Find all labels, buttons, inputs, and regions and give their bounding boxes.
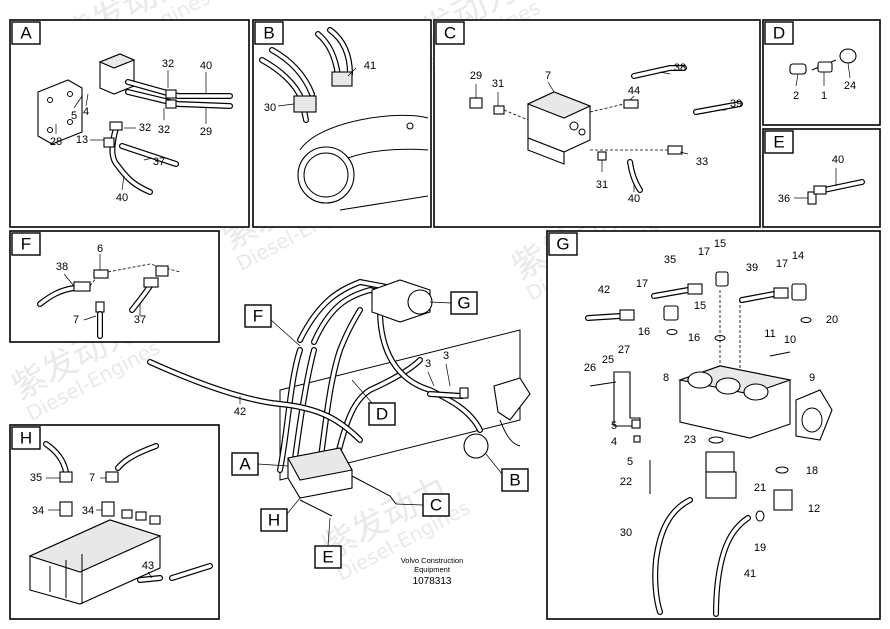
main-tag-c: C xyxy=(430,496,442,515)
callout-15: 15 xyxy=(714,238,726,250)
caption-company: Volvo Construction xyxy=(401,556,464,565)
callout-34: 34 xyxy=(82,505,94,517)
callout-6: 6 xyxy=(97,243,103,255)
callout-25: 25 xyxy=(602,354,614,366)
callout-39: 39 xyxy=(730,98,742,110)
callout-1: 1 xyxy=(821,90,827,102)
callout-7: 7 xyxy=(73,314,79,326)
callout-13: 13 xyxy=(76,134,88,146)
panel-tag: D xyxy=(773,24,785,43)
callout-18: 18 xyxy=(806,465,818,477)
panel-a: A 32 40 5 4 28 13 32 32 xyxy=(9,19,250,228)
callout-20: 20 xyxy=(826,314,838,326)
callout-32: 32 xyxy=(139,122,151,134)
panel-h: H 35 7 34 34 43 xyxy=(9,424,220,620)
callout-5: 5 xyxy=(71,110,77,122)
callout-40: 40 xyxy=(832,154,844,166)
callout-32: 32 xyxy=(162,58,174,70)
callout-7: 7 xyxy=(89,472,95,484)
main-tag-e: E xyxy=(322,548,333,567)
callout-41: 41 xyxy=(744,568,756,580)
callout-31: 31 xyxy=(492,78,504,90)
callout-38: 38 xyxy=(56,261,68,273)
panel-tag: G xyxy=(556,235,569,254)
callout-36: 36 xyxy=(778,193,790,205)
callout-14: 14 xyxy=(792,250,804,262)
panel-tag: C xyxy=(444,24,456,43)
panel-f: F 6 38 7 37 xyxy=(9,230,220,343)
callout-44: 44 xyxy=(628,85,640,97)
main-tag-d: D xyxy=(376,405,388,424)
callout-40: 40 xyxy=(628,193,640,205)
panel-tag: E xyxy=(773,133,784,152)
callout-23: 23 xyxy=(684,434,696,446)
callout-16: 16 xyxy=(688,332,700,344)
callout-21: 21 xyxy=(754,482,766,494)
callout-9: 9 xyxy=(809,372,815,384)
callout-40: 40 xyxy=(116,192,128,204)
main-tag-b: B xyxy=(509,471,520,490)
panel-e: E 40 36 xyxy=(762,128,881,228)
callout-11: 11 xyxy=(764,328,775,340)
callout-29: 29 xyxy=(470,70,482,82)
callout-28: 28 xyxy=(50,136,62,148)
panel-tag: H xyxy=(20,429,32,448)
panel-d: D 2 1 24 xyxy=(762,19,881,126)
callout-30: 30 xyxy=(264,102,276,114)
callout-29: 29 xyxy=(200,126,212,138)
callout-19: 19 xyxy=(754,542,766,554)
callout-17: 17 xyxy=(776,258,788,270)
main-tag-g: G xyxy=(457,294,470,313)
main-assembly-view: F G D A B H C E 42 3 3 Volvo Constructio… xyxy=(147,278,531,587)
callout-7: 7 xyxy=(545,70,551,82)
callout-5: 5 xyxy=(611,420,617,432)
callout-16: 16 xyxy=(638,326,650,338)
callout-27: 27 xyxy=(618,344,630,356)
drawing-number: 1078313 xyxy=(413,576,452,587)
panel-b: B 41 30 xyxy=(252,19,432,228)
callout-4: 4 xyxy=(83,106,89,118)
callout-10: 10 xyxy=(784,334,796,346)
callout-5: 5 xyxy=(627,456,633,468)
callout-34: 34 xyxy=(32,505,44,517)
callout-42: 42 xyxy=(598,284,610,296)
main-tag-h: H xyxy=(268,511,280,530)
callout-37: 37 xyxy=(134,314,146,326)
callout-39: 39 xyxy=(746,262,758,274)
panel-tag: B xyxy=(263,24,274,43)
callout-3: 3 xyxy=(443,350,449,362)
callout-26: 26 xyxy=(584,362,596,374)
callout-22: 22 xyxy=(620,476,632,488)
callout-12: 12 xyxy=(808,503,820,515)
callout-2: 2 xyxy=(793,90,799,102)
callout-42: 42 xyxy=(234,406,246,418)
callout-30: 30 xyxy=(620,527,632,539)
panel-c: C 29 31 7 38 44 39 33 31 40 xyxy=(433,19,761,228)
callout-17: 17 xyxy=(698,246,710,258)
panel-tag: F xyxy=(21,235,31,254)
callout-37: 37 xyxy=(153,156,165,168)
callout-24: 24 xyxy=(844,80,856,92)
callout-33: 33 xyxy=(696,156,708,168)
callout-32: 32 xyxy=(158,124,170,136)
callout-38: 38 xyxy=(674,62,686,74)
callout-35: 35 xyxy=(664,254,676,266)
main-tag-f: F xyxy=(253,307,263,326)
panel-tag: A xyxy=(20,24,32,43)
panel-g: G xyxy=(546,230,881,620)
callout-15: 15 xyxy=(694,300,706,312)
main-tag-a: A xyxy=(239,455,251,474)
callout-3: 3 xyxy=(425,358,431,370)
callout-41: 41 xyxy=(364,60,376,72)
callout-43: 43 xyxy=(142,560,154,572)
callout-35: 35 xyxy=(30,472,42,484)
callout-8: 8 xyxy=(663,372,669,384)
caption-company-sub: Equipment xyxy=(414,565,451,574)
callout-40: 40 xyxy=(200,60,212,72)
callout-4: 4 xyxy=(611,436,617,448)
callout-17: 17 xyxy=(636,278,648,290)
callout-31: 31 xyxy=(596,179,608,191)
